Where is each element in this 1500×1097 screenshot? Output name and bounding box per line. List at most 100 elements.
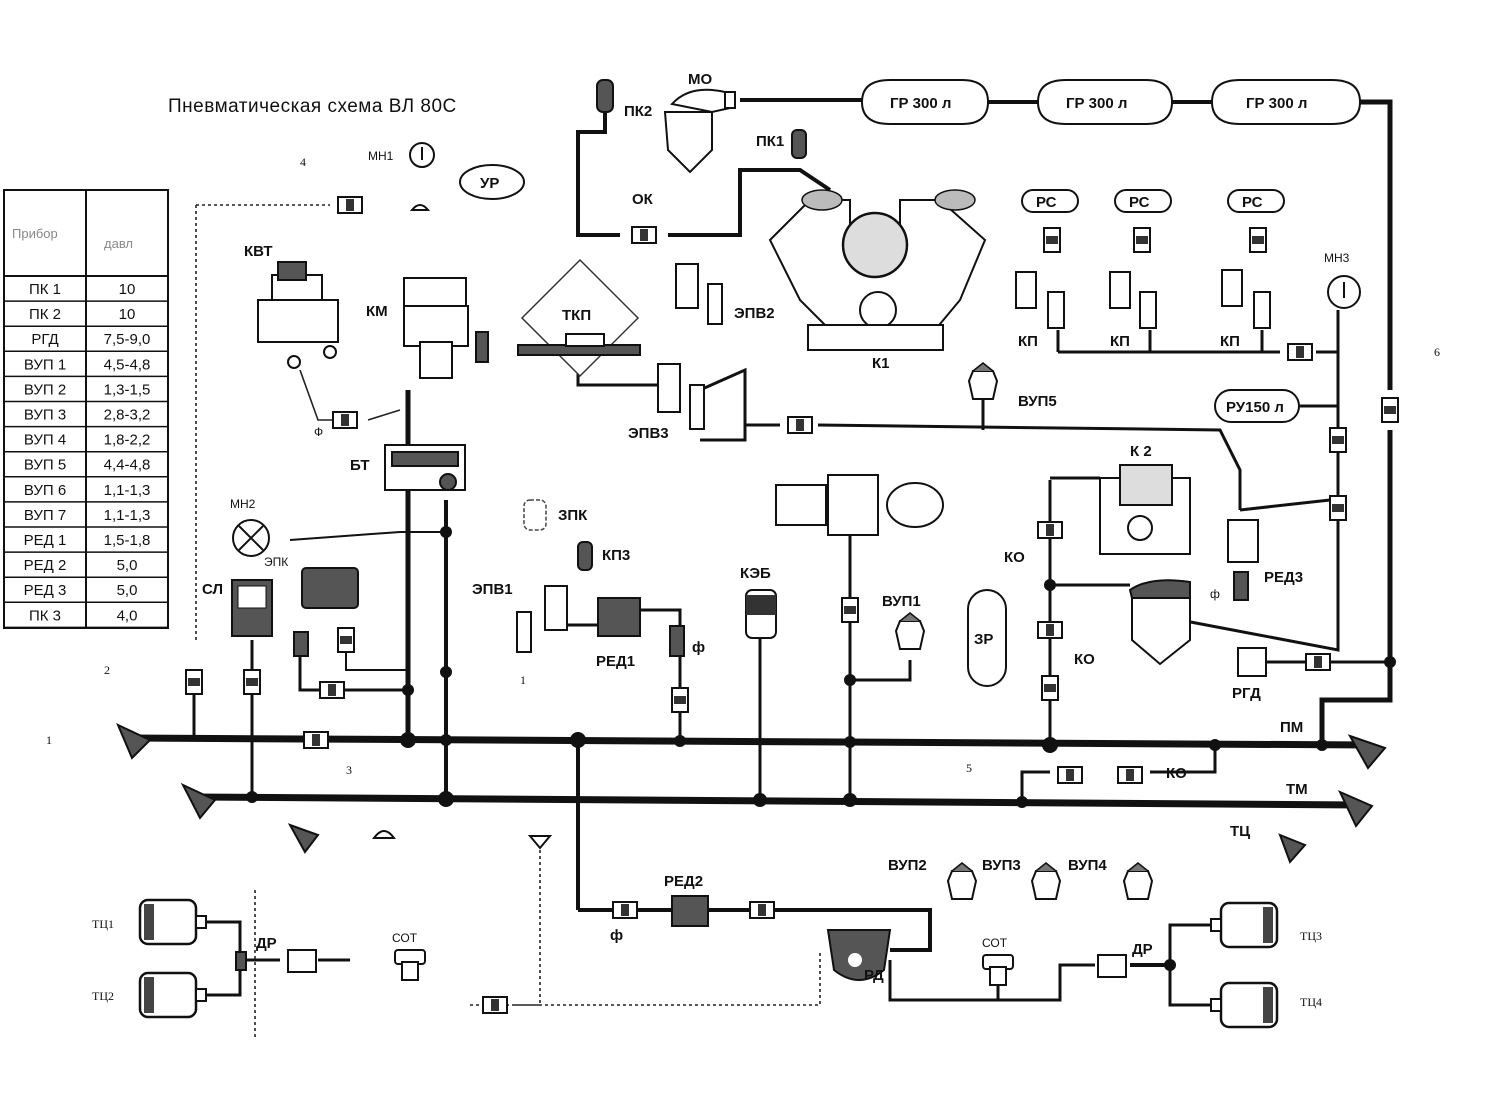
label-num-1: 1	[46, 733, 52, 747]
table-cell-device: РГД	[31, 331, 58, 348]
table-cell-pressure: 10	[119, 281, 136, 298]
label-tm: ТМ	[1286, 781, 1308, 798]
label-dr-1: ДР	[256, 935, 277, 952]
label-vup5: ВУП5	[1018, 393, 1057, 410]
table-cell-device: ВУП 4	[24, 432, 66, 449]
label-red2: РЕД2	[664, 873, 703, 890]
table-cell-device: РЕД 1	[24, 532, 67, 549]
label-num-2: 2	[104, 663, 110, 677]
label-rgd: РГД	[1232, 685, 1261, 702]
label-red3: РЕД3	[1264, 569, 1303, 586]
label-red1: РЕД1	[596, 653, 635, 670]
table-cell-pressure: 5,0	[117, 557, 138, 574]
label-tkp: ТКП	[562, 307, 591, 324]
label-vup4: ВУП4	[1068, 857, 1107, 874]
label-mn1: МН1	[368, 149, 394, 163]
label-tc4: ТЦ4	[1300, 995, 1322, 1009]
device-labels: МО ПК2 ПК1 ОК ГР 300 л ГР 300 л ГР 300 л…	[46, 71, 1440, 1009]
label-kvt: КВТ	[244, 243, 273, 260]
label-bt: БТ	[350, 457, 370, 474]
table-cell-device: ВУП 5	[24, 457, 66, 474]
label-f1: Ф	[314, 425, 323, 439]
table-cell-device: ВУП 7	[24, 507, 66, 524]
label-mn2: МН2	[230, 497, 256, 511]
table-cell-pressure: 1,1-1,3	[104, 482, 151, 499]
label-tc2: ТЦ2	[92, 989, 114, 1003]
label-pk2: ПК2	[624, 103, 652, 120]
label-num-5: 5	[966, 761, 972, 775]
label-kp-2: КП	[1110, 333, 1130, 350]
table-cell-pressure: 1,8-2,2	[104, 432, 151, 449]
label-km: КМ	[366, 303, 388, 320]
label-dr-2: ДР	[1132, 941, 1153, 958]
table-cell-pressure: 10	[119, 306, 136, 323]
table-cell-pressure: 2,8-3,2	[104, 407, 151, 424]
table-cell-pressure: 7,5-9,0	[104, 331, 151, 348]
pressure-table: Прибор давл	[3, 189, 169, 629]
label-epk: ЭПК	[264, 555, 288, 569]
table-cell-pressure: 4,4-4,8	[104, 457, 151, 474]
table-cell-device: ВУП 6	[24, 482, 66, 499]
label-f2: ф	[692, 639, 705, 656]
table-cell-device: РЕД 3	[24, 582, 67, 599]
table-header-pressure: давл	[104, 236, 133, 251]
label-rs-2: РС	[1129, 194, 1150, 211]
label-kp3: КП3	[602, 547, 630, 564]
label-mn3: МН3	[1324, 251, 1350, 265]
label-mo: МО	[688, 71, 712, 88]
label-tc1: ТЦ1	[92, 917, 114, 931]
label-num-1b: 1	[520, 673, 526, 687]
label-gr-1: ГР 300 л	[890, 95, 951, 112]
diagram-title: Пневматическая схема ВЛ 80С	[168, 96, 457, 117]
label-tc3: ТЦ3	[1300, 929, 1322, 943]
label-k2: К 2	[1130, 443, 1152, 460]
label-ur: УР	[480, 175, 499, 192]
pipes	[129, 98, 1393, 1040]
table-cell-pressure: 4,5-4,8	[104, 356, 151, 373]
label-f3: ф	[1210, 587, 1220, 601]
label-vup2: ВУП2	[888, 857, 927, 874]
junction-dots	[246, 526, 1396, 971]
label-keb: КЭБ	[740, 565, 771, 582]
label-vup3: ВУП3	[982, 857, 1021, 874]
label-sot-2: СОТ	[982, 936, 1008, 950]
label-vup1: ВУП1	[882, 593, 921, 610]
table-cell-pressure: 4,0	[117, 607, 138, 624]
label-sot-1: СОТ	[392, 931, 418, 945]
table-cell-device: ПК 3	[29, 607, 61, 624]
table-cell-pressure: 1,5-1,8	[104, 532, 151, 549]
table-cell-pressure: 1,3-1,5	[104, 381, 151, 398]
label-pm: ПМ	[1280, 719, 1303, 736]
table-header-device: Прибор	[12, 226, 58, 241]
label-sl: СЛ	[202, 581, 223, 598]
table-cell-device: ПК 1	[29, 281, 61, 298]
label-zpk: ЗПК	[558, 507, 588, 524]
label-zr: ЗР	[974, 631, 993, 648]
table-cell-pressure: 5,0	[117, 582, 138, 599]
label-kp-3: КП	[1220, 333, 1240, 350]
label-ru150: РУ150 л	[1226, 399, 1284, 416]
label-num-3: 3	[346, 763, 352, 777]
table-cell-device: ВУП 1	[24, 356, 66, 373]
label-gr-3: ГР 300 л	[1246, 95, 1307, 112]
label-rs-1: РС	[1036, 194, 1057, 211]
main-reservoirs	[860, 79, 1362, 125]
label-ok: ОК	[632, 191, 654, 208]
devices	[116, 79, 1399, 1029]
label-epv3: ЭПВ3	[628, 425, 669, 442]
label-ko-2: КО	[1074, 651, 1095, 668]
label-rd: РД	[864, 967, 884, 984]
label-num-4: 4	[300, 155, 306, 169]
label-gr-2: ГР 300 л	[1066, 95, 1127, 112]
table-cell-pressure: 1,1-1,3	[104, 507, 151, 524]
table-cell-device: ВУП 3	[24, 407, 66, 424]
table-cell-device: РЕД 2	[24, 557, 67, 574]
label-pk1: ПК1	[756, 133, 784, 150]
label-epv2: ЭПВ2	[734, 305, 775, 322]
label-ko-1: КО	[1004, 549, 1025, 566]
label-f4: ф	[610, 927, 623, 944]
label-rs-3: РС	[1242, 194, 1263, 211]
table-cell-device: ВУП 2	[24, 381, 66, 398]
